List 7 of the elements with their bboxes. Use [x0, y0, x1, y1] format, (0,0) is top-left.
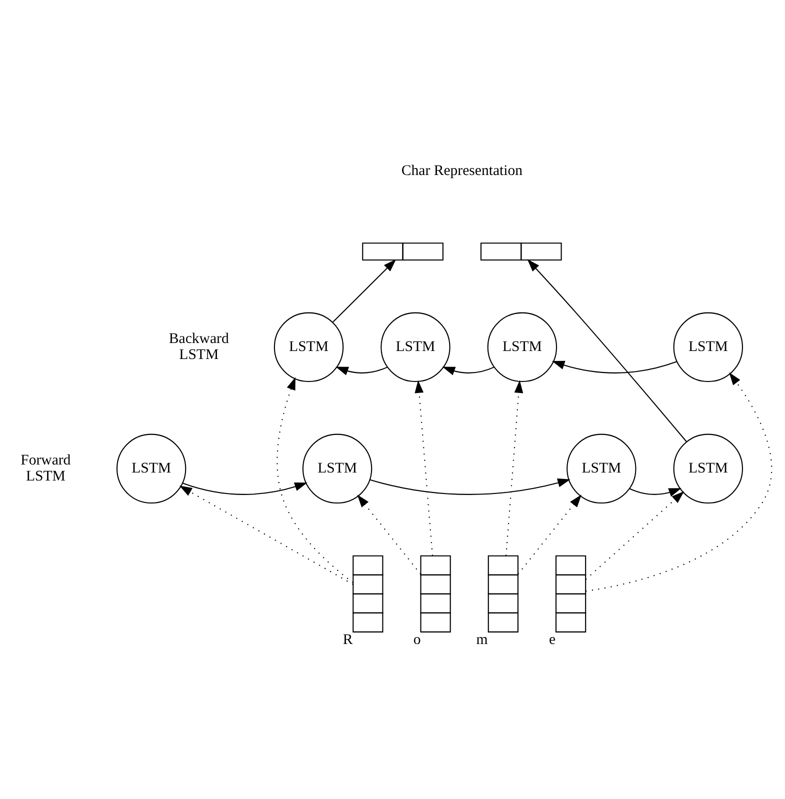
node-label: e [549, 631, 556, 648]
node-label: o [413, 631, 421, 648]
node-label: R [342, 631, 353, 648]
label: Backward LSTM [168, 330, 229, 363]
label: Char Representation [401, 162, 523, 179]
label: Forward LSTM [20, 452, 71, 484]
node-label: m [476, 631, 488, 648]
